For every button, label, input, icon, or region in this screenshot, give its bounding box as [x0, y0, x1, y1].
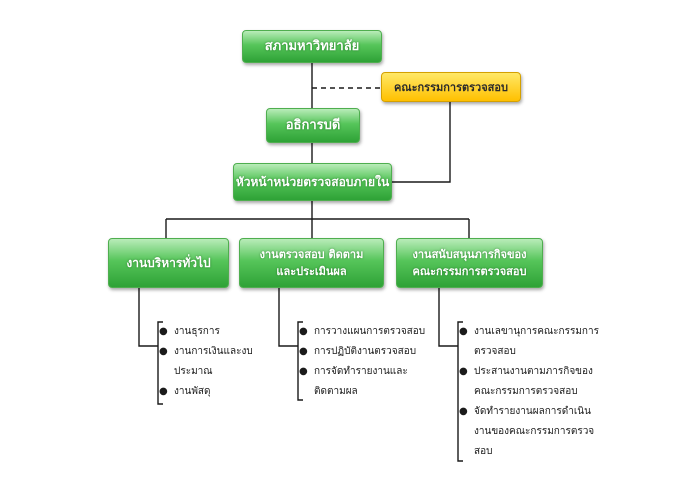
list-item: ●งานเลขานุการคณะกรรมการตรวจสอบ	[459, 326, 599, 357]
internal-audit-head-box: หัวหน้าหน่วยตรวจสอบภายใน	[233, 163, 392, 201]
list-item: ●งานพัสดุ	[159, 386, 211, 397]
list-item: ●การวางแผนการตรวจสอบ	[299, 326, 426, 337]
committee-support-box: งานสนับสนุนภารกิจของ คณะกรรมการตรวจสอบ	[396, 238, 543, 288]
university-council-box: สภามหาวิทยาลัย	[242, 30, 382, 63]
audit-committee-box: คณะกรรมการตรวจสอบ	[381, 72, 521, 102]
list-item: ●งานการเงินและงบประมาณ	[159, 346, 253, 377]
audit-committee-label: คณะกรรมการตรวจสอบ	[394, 80, 508, 94]
audit-monitoring-label-line1: งานตรวจสอบ ติดตาม	[259, 248, 364, 261]
committee-support-label-line2: คณะกรรมการตรวจสอบ	[412, 265, 527, 278]
committee-support-label-line1: งานสนับสนุนภารกิจของ	[412, 248, 527, 261]
president-label: อธิการบดี	[285, 118, 341, 133]
general-admin-box: งานบริหารทั่วไป	[108, 238, 229, 288]
audit-monitoring-box: งานตรวจสอบ ติดตาม และประเมินผล	[239, 238, 384, 288]
list-item: ●การจัดทำรายงานและ ติดตามผล	[299, 366, 408, 397]
list-item: ●งานธุรการ	[159, 326, 220, 337]
list-item: ●การปฏิบัติงานตรวจสอบ	[299, 346, 417, 357]
president-box: อธิการบดี	[266, 108, 360, 143]
audit-monitoring-label-line2: และประเมินผล	[276, 265, 347, 278]
list-item: ●จัดทำรายงานผลการดำเนินงานของคณะกรรมการต…	[459, 406, 595, 457]
general-admin-label: งานบริหารทั่วไป	[126, 255, 211, 270]
university-council-label: สภามหาวิทยาลัย	[264, 39, 360, 54]
committee-support-list: ●งานเลขานุการคณะกรรมการตรวจสอบ ●ประสานงา…	[458, 322, 603, 462]
audit-monitoring-list: ●การวางแผนการตรวจสอบ ●การปฏิบัติงานตรวจส…	[298, 322, 428, 402]
list-item: ●ประสานงานตามภารกิจของคณะกรรมการตรวจสอบ	[459, 366, 593, 397]
internal-audit-head-label: หัวหน้าหน่วยตรวจสอบภายใน	[235, 174, 390, 189]
general-admin-list: ●งานธุรการ ●งานการเงินและงบประมาณ ●งานพั…	[158, 322, 268, 402]
